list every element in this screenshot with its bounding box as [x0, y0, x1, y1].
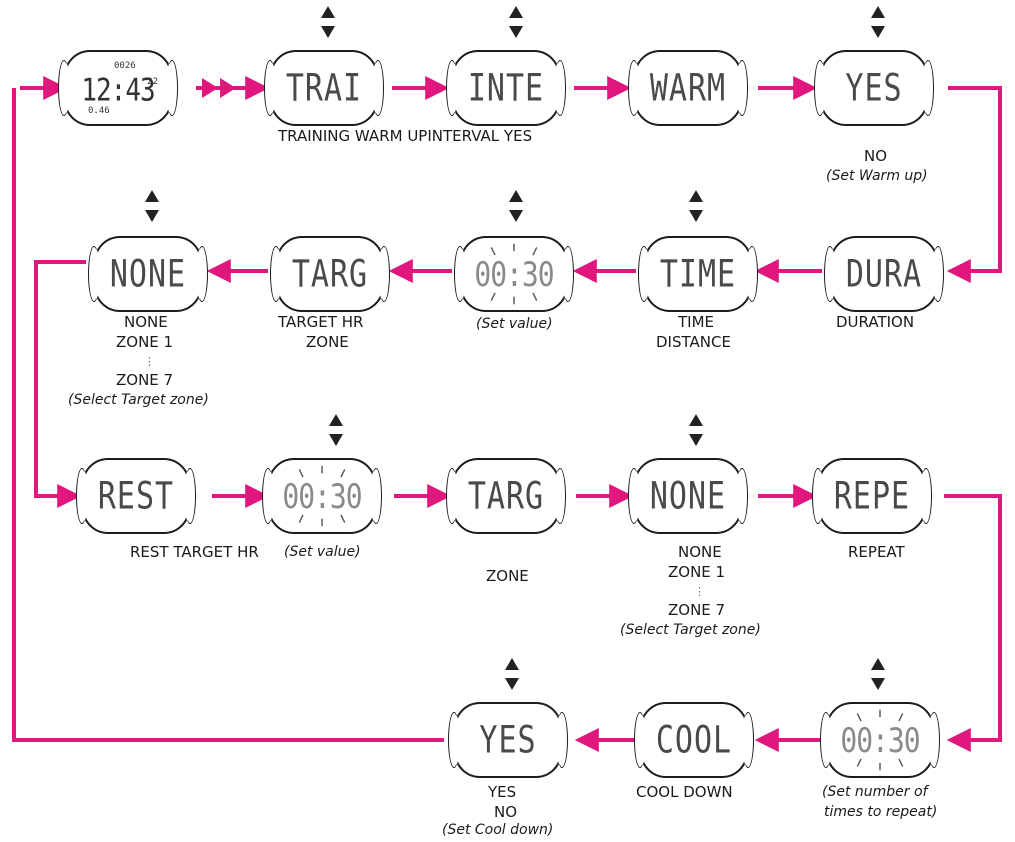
display-value: 00:30	[454, 236, 574, 312]
row3-none-line-1: NONE	[678, 543, 722, 561]
display-value-digits: 00:30	[474, 254, 554, 294]
display-warm: WARM	[628, 50, 748, 126]
display-rest-text: REST	[97, 474, 175, 518]
display-cool-text: COOL	[655, 718, 733, 762]
display-targ-text: TARG	[291, 252, 369, 296]
row2-targ-line-2: ZONE	[306, 333, 349, 351]
display-yes-warm: YES	[814, 50, 934, 126]
row3-value-note: (Set value)	[284, 544, 361, 560]
clock-time: 12:43	[81, 73, 155, 109]
display-repe: REPE	[812, 458, 932, 534]
row4-yes-line-2: NO	[494, 803, 518, 821]
display-inte-text: INTE	[467, 66, 545, 110]
display-repeat-count-digits: 00:30	[840, 720, 920, 760]
up-down-arrow-icon	[509, 6, 523, 38]
row4-yes-line-1: YES	[488, 783, 517, 801]
display-yes-cool: YES	[448, 702, 568, 778]
row2-none-line-1: NONE	[124, 313, 168, 331]
display-trai: TRAI	[264, 50, 384, 126]
row2-none-line-3: ⋮	[144, 355, 155, 368]
arrow-yes-to-dura	[946, 86, 1002, 283]
display-time-text: TIME	[659, 252, 737, 296]
display-yes-warm-text: YES	[845, 66, 903, 110]
display-repe-text: REPE	[833, 474, 911, 518]
up-down-arrow-icon	[689, 414, 703, 446]
display-none3: NONE	[628, 458, 748, 534]
display-rest-value-digits: 00:30	[282, 476, 362, 516]
display-targ3-text: TARG	[467, 474, 545, 518]
up-down-arrow-icon	[871, 6, 885, 38]
row2-none-note: (Select Target zone)	[68, 392, 209, 408]
row2-time-line-1: TIME	[678, 313, 715, 331]
blink-rays-count	[856, 709, 904, 771]
row4-repeat-note-1: (Set number of	[822, 784, 928, 800]
display-none-text: NONE	[109, 252, 187, 296]
row2-none-line-4: ZONE 7	[116, 371, 174, 389]
row2-dura-label: DURATION	[836, 313, 915, 331]
up-down-arrow-icon	[505, 658, 519, 690]
up-down-arrow-icon	[689, 190, 703, 222]
row3-none-line-2: ZONE 1	[668, 563, 726, 581]
display-trai-text: TRAI	[285, 66, 363, 110]
display-none: NONE	[88, 236, 208, 312]
display-dura-text: DURA	[845, 252, 923, 296]
arrow-repe-to-count	[944, 494, 1002, 752]
display-targ3: TARG	[446, 458, 566, 534]
clock-date: 0.46	[88, 106, 110, 116]
display-cool: COOL	[634, 702, 754, 778]
arrow-none-to-rest	[34, 260, 86, 508]
display-yes-cool-text: YES	[479, 718, 537, 762]
blink-rays-rest	[298, 465, 346, 527]
row2-none-line-2: ZONE 1	[116, 333, 174, 351]
display-repeat-count: 00:30	[820, 702, 940, 778]
row4-yes-note: (Set Cool down)	[442, 822, 554, 838]
row3-none-note: (Select Target zone)	[620, 622, 761, 638]
up-down-arrow-icon	[509, 190, 523, 222]
clock-top-digits: 0026	[114, 61, 136, 71]
up-down-arrow-icon	[321, 6, 335, 38]
display-rest-value: 00:30	[262, 458, 382, 534]
row3-none-line-4: ZONE 7	[668, 601, 726, 619]
row2-time-line-2: DISTANCE	[656, 333, 731, 351]
up-down-arrow-icon	[871, 658, 885, 690]
display-time: TIME	[638, 236, 758, 312]
up-down-arrow-icon	[329, 414, 343, 446]
display-rest: REST	[76, 458, 196, 534]
row2-value-note: (Set value)	[476, 316, 553, 332]
row4-cool-label: COOL DOWN	[636, 783, 733, 801]
up-down-arrow-icon	[145, 190, 159, 222]
display-none3-text: NONE	[649, 474, 727, 518]
display-targ: TARG	[270, 236, 390, 312]
row4-repeat-note-2: times to repeat)	[824, 804, 938, 820]
double-arrowhead	[202, 78, 236, 98]
row3-rest-label: REST TARGET HR	[130, 543, 259, 561]
row3-none-line-3: ⋮	[694, 585, 705, 598]
display-warm-text: WARM	[649, 66, 727, 110]
warm-no-label: NO	[864, 147, 888, 165]
warm-note: (Set Warm up)	[826, 168, 928, 184]
row1-caption: TRAINING WARM UPINTERVAL YES	[278, 127, 533, 145]
arrow-yes-to-clock	[12, 88, 444, 742]
row3-repeat-label: REPEAT	[848, 543, 905, 561]
display-inte: INTE	[446, 50, 566, 126]
row3-zone-label: ZONE	[486, 567, 529, 585]
clock-display: 0026 12:43 22 0.46	[58, 50, 178, 126]
clock-seconds: 22	[147, 77, 158, 87]
display-dura: DURA	[824, 236, 944, 312]
blink-rays	[490, 243, 538, 305]
row2-targ-line-1: TARGET HR	[278, 313, 364, 331]
